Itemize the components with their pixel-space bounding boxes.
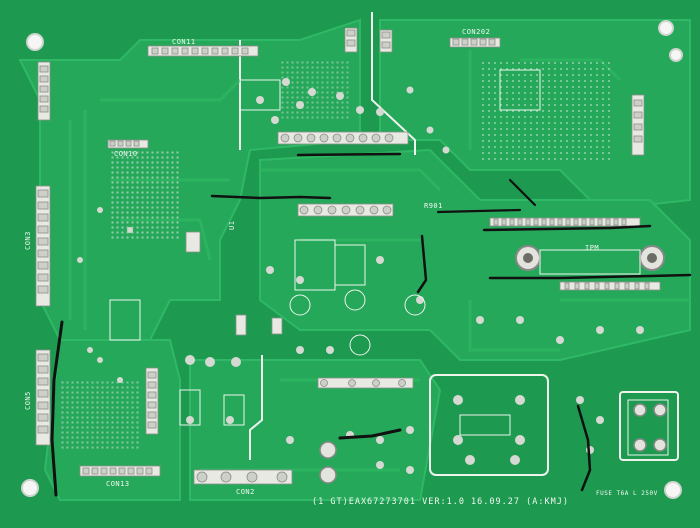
vertical-connectors	[35, 27, 645, 446]
connector-pads	[79, 37, 661, 485]
label-con13: CON13	[106, 480, 130, 488]
label-con2: CON2	[236, 488, 255, 496]
label-con-left2: CON5	[24, 391, 32, 410]
jumper-wires	[50, 152, 692, 497]
label-con202: CON202	[462, 28, 491, 36]
screw-terminals	[319, 245, 667, 484]
label-con-left: CON3	[24, 231, 32, 250]
label-fuse: FUSE T6A L 250V	[596, 490, 658, 497]
board-version-line: (1 GT)EAX67273701 VER:1.0 16.09.27 (A:KM…	[312, 497, 569, 507]
label-con10: CON10	[114, 150, 138, 158]
silk-outlines	[239, 12, 679, 476]
label-ipm: IPM	[585, 244, 600, 252]
label-u1: U1	[228, 220, 236, 230]
component-pads	[77, 78, 644, 474]
mounting-holes	[21, 20, 683, 499]
silk-component-outlines	[109, 69, 669, 456]
label-con11: CON11	[172, 38, 196, 46]
label-r901: R901	[424, 202, 443, 210]
